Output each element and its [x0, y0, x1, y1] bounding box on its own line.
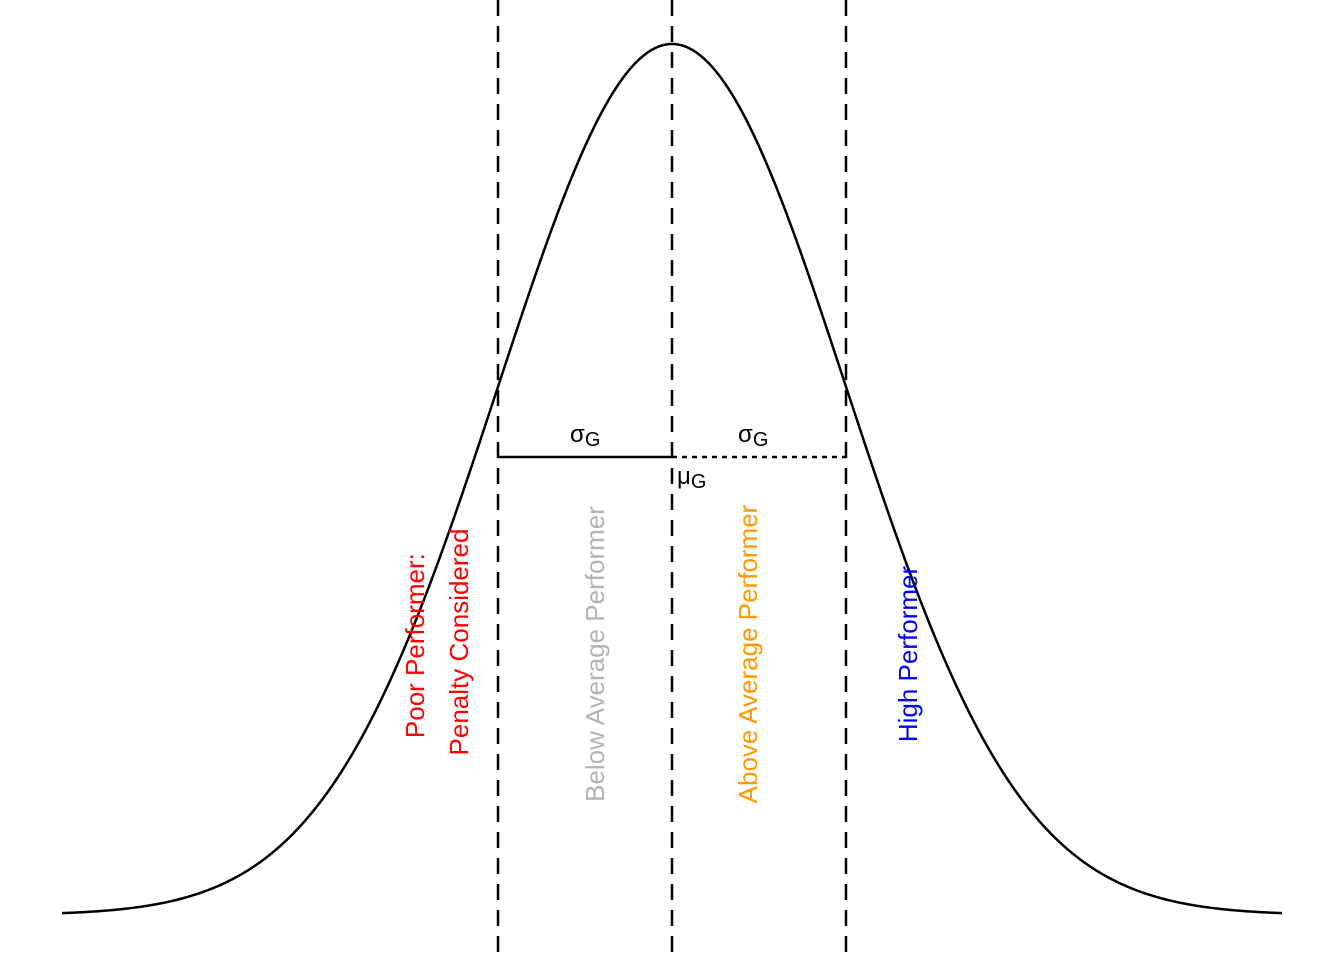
left-sigma-label: σG	[570, 421, 600, 451]
mean-label: μG	[677, 463, 706, 493]
above-average-label: Above Average Performer	[733, 504, 763, 803]
normal-distribution-curve	[61, 42, 1283, 915]
poor-performer-line-2: Penalty Considered	[444, 529, 474, 756]
below-average-label: Below Average Performer	[580, 506, 610, 802]
high-performer-label: High Performer	[893, 566, 923, 743]
poor-performer-line-1: Poor Performer:	[400, 553, 430, 738]
poor-performer-label: Poor Performer: Penalty Considered	[400, 529, 474, 756]
right-sigma-label: σG	[738, 421, 768, 451]
